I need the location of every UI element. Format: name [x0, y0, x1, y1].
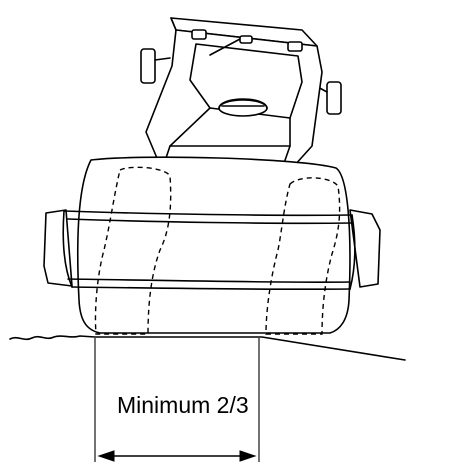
steering-wheel-icon [218, 98, 268, 117]
drum-left-boss [43, 209, 73, 287]
hidden-drum-edge-left [94, 166, 172, 335]
drum-body [76, 156, 351, 334]
measurement-label: Minimum 2/3 [117, 392, 249, 418]
ground-line [9, 335, 406, 361]
hidden-drum-edge-right [265, 177, 341, 335]
left-mirror [140, 48, 156, 84]
drum-icon [43, 156, 381, 335]
roller-cab-icon [140, 17, 342, 187]
right-mirror [326, 81, 342, 115]
dimension-arrow-icon [97, 450, 257, 462]
drum-right-boss [349, 209, 381, 288]
